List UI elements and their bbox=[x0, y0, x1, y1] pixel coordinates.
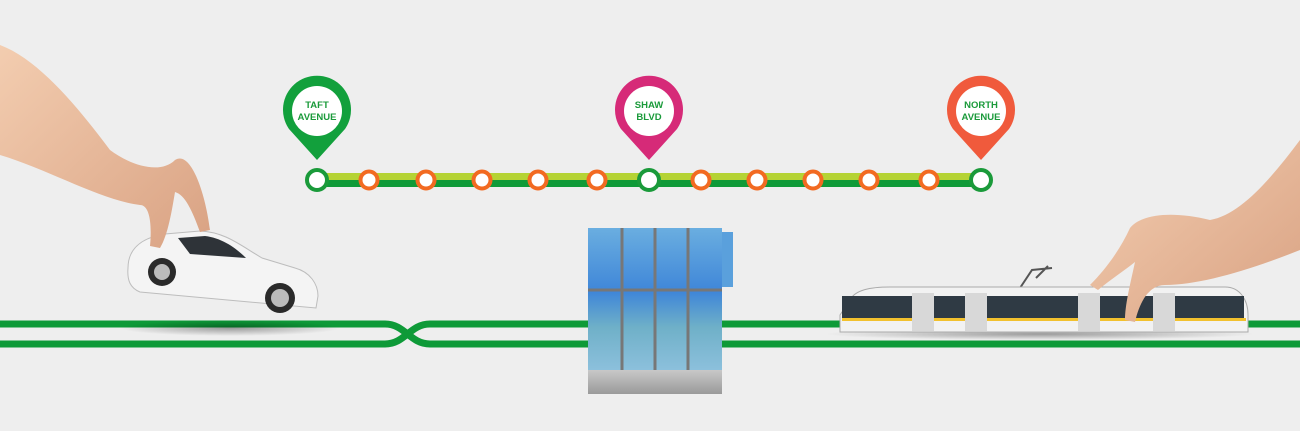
pin-label: AVENUE bbox=[962, 112, 1001, 123]
tram-illustration bbox=[825, 265, 1255, 340]
main-station-stop[interactable] bbox=[969, 168, 993, 192]
pin-label: NORTH bbox=[964, 100, 998, 111]
main-station-stop[interactable] bbox=[637, 168, 661, 192]
car-illustration bbox=[120, 230, 340, 336]
pin-label-background bbox=[292, 86, 342, 136]
track-upper-path bbox=[0, 320, 1300, 348]
station-stop[interactable] bbox=[918, 169, 940, 191]
station-stop[interactable] bbox=[802, 169, 824, 191]
left-hand-illustration bbox=[0, 45, 210, 248]
main-station-stop[interactable] bbox=[305, 168, 329, 192]
pin-label-background bbox=[956, 86, 1006, 136]
building-illustration bbox=[588, 228, 733, 394]
pin-label: AVENUE bbox=[298, 112, 337, 123]
right-hand-illustration bbox=[1090, 140, 1300, 322]
pin-label-background bbox=[624, 86, 674, 136]
station-stop[interactable] bbox=[858, 169, 880, 191]
station-stop[interactable] bbox=[527, 169, 549, 191]
pin-label: BLVD bbox=[636, 112, 661, 123]
station-stop[interactable] bbox=[690, 169, 712, 191]
station-stop[interactable] bbox=[586, 169, 608, 191]
station-stop[interactable] bbox=[415, 169, 437, 191]
pin-label: TAFT bbox=[305, 100, 329, 111]
station-stop[interactable] bbox=[471, 169, 493, 191]
track-lines bbox=[0, 320, 1300, 348]
station-stops bbox=[305, 168, 993, 192]
pin-label: SHAW bbox=[635, 100, 664, 111]
station-stop[interactable] bbox=[746, 169, 768, 191]
station-stop[interactable] bbox=[358, 169, 380, 191]
